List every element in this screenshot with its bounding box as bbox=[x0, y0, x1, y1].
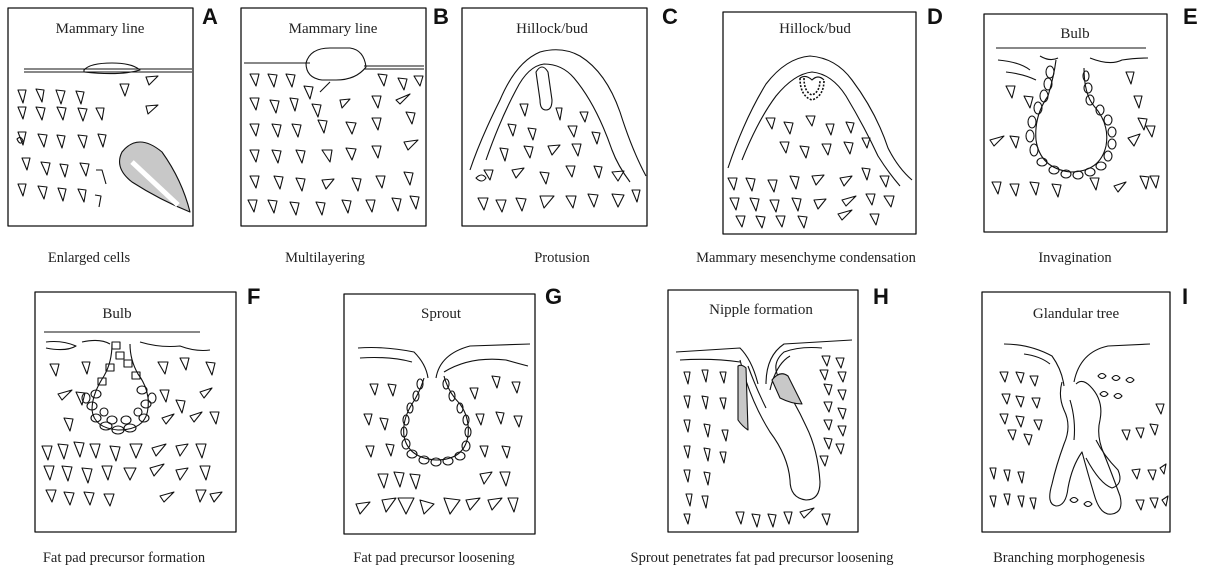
panel-i-frame bbox=[982, 292, 1170, 532]
panel-g-stage: Sprout bbox=[421, 306, 462, 322]
panel-e-frame bbox=[984, 14, 1167, 232]
panel-b: Mammary line B Multilayering bbox=[241, 4, 449, 266]
panel-a-caption: Enlarged cells bbox=[48, 250, 131, 266]
panel-e-stage: Bulb bbox=[1060, 26, 1089, 42]
panel-f-caption: Fat pad precursor formation bbox=[43, 550, 206, 566]
panel-g: Sprout G Fat pad precursor loosening bbox=[344, 284, 562, 566]
panel-h-shading-left bbox=[738, 365, 748, 430]
panel-c-stage: Hillock/bud bbox=[516, 21, 588, 37]
panel-g-letter: G bbox=[545, 284, 562, 309]
panel-f: Bulb F Fat pad precursor formation bbox=[35, 284, 260, 566]
panel-d-caption: Mammary mesenchyme condensation bbox=[696, 250, 917, 266]
panel-i-letter: I bbox=[1182, 284, 1188, 309]
panel-c-frame bbox=[462, 8, 647, 226]
panel-c-caption: Protusion bbox=[534, 250, 590, 266]
panel-d-stage: Hillock/bud bbox=[779, 21, 851, 37]
panel-i-caption: Branching morphogenesis bbox=[993, 550, 1145, 566]
panel-h-letter: H bbox=[873, 284, 889, 309]
panel-c: Hillock/bud C Protusion bbox=[462, 4, 678, 266]
panel-e-letter: E bbox=[1183, 4, 1198, 29]
panel-a: Mammary line A Enlarged cells bbox=[8, 4, 218, 266]
panel-d: Hillock/bud D Mammary mesenchyme condens… bbox=[696, 4, 943, 266]
panel-a-letter: A bbox=[202, 4, 218, 29]
panel-i-stage: Glandular tree bbox=[1033, 306, 1120, 322]
panel-b-caption: Multilayering bbox=[285, 250, 365, 266]
panel-b-stage: Mammary line bbox=[289, 21, 378, 37]
panel-e: Bulb E Invagination bbox=[984, 4, 1198, 266]
panel-a-stage: Mammary line bbox=[56, 21, 145, 37]
panel-f-frame bbox=[35, 292, 236, 532]
panel-h-stage: Nipple formation bbox=[709, 302, 813, 318]
panel-h-caption: Sprout penetrates fat pad precursor loos… bbox=[631, 550, 894, 566]
panel-d-letter: D bbox=[927, 4, 943, 29]
panel-f-letter: F bbox=[247, 284, 260, 309]
panel-f-stage: Bulb bbox=[102, 306, 131, 322]
panel-b-frame bbox=[241, 8, 426, 226]
panel-g-caption: Fat pad precursor loosening bbox=[353, 550, 514, 566]
panel-i: Glandular tree I Branching morphogenesis bbox=[982, 284, 1188, 566]
panel-e-caption: Invagination bbox=[1038, 250, 1112, 266]
panel-b-letter: B bbox=[433, 4, 449, 29]
panel-c-letter: C bbox=[662, 4, 678, 29]
panel-g-frame bbox=[344, 294, 535, 534]
panel-h: Nipple formation H Sprout penetrates fat… bbox=[631, 284, 894, 566]
